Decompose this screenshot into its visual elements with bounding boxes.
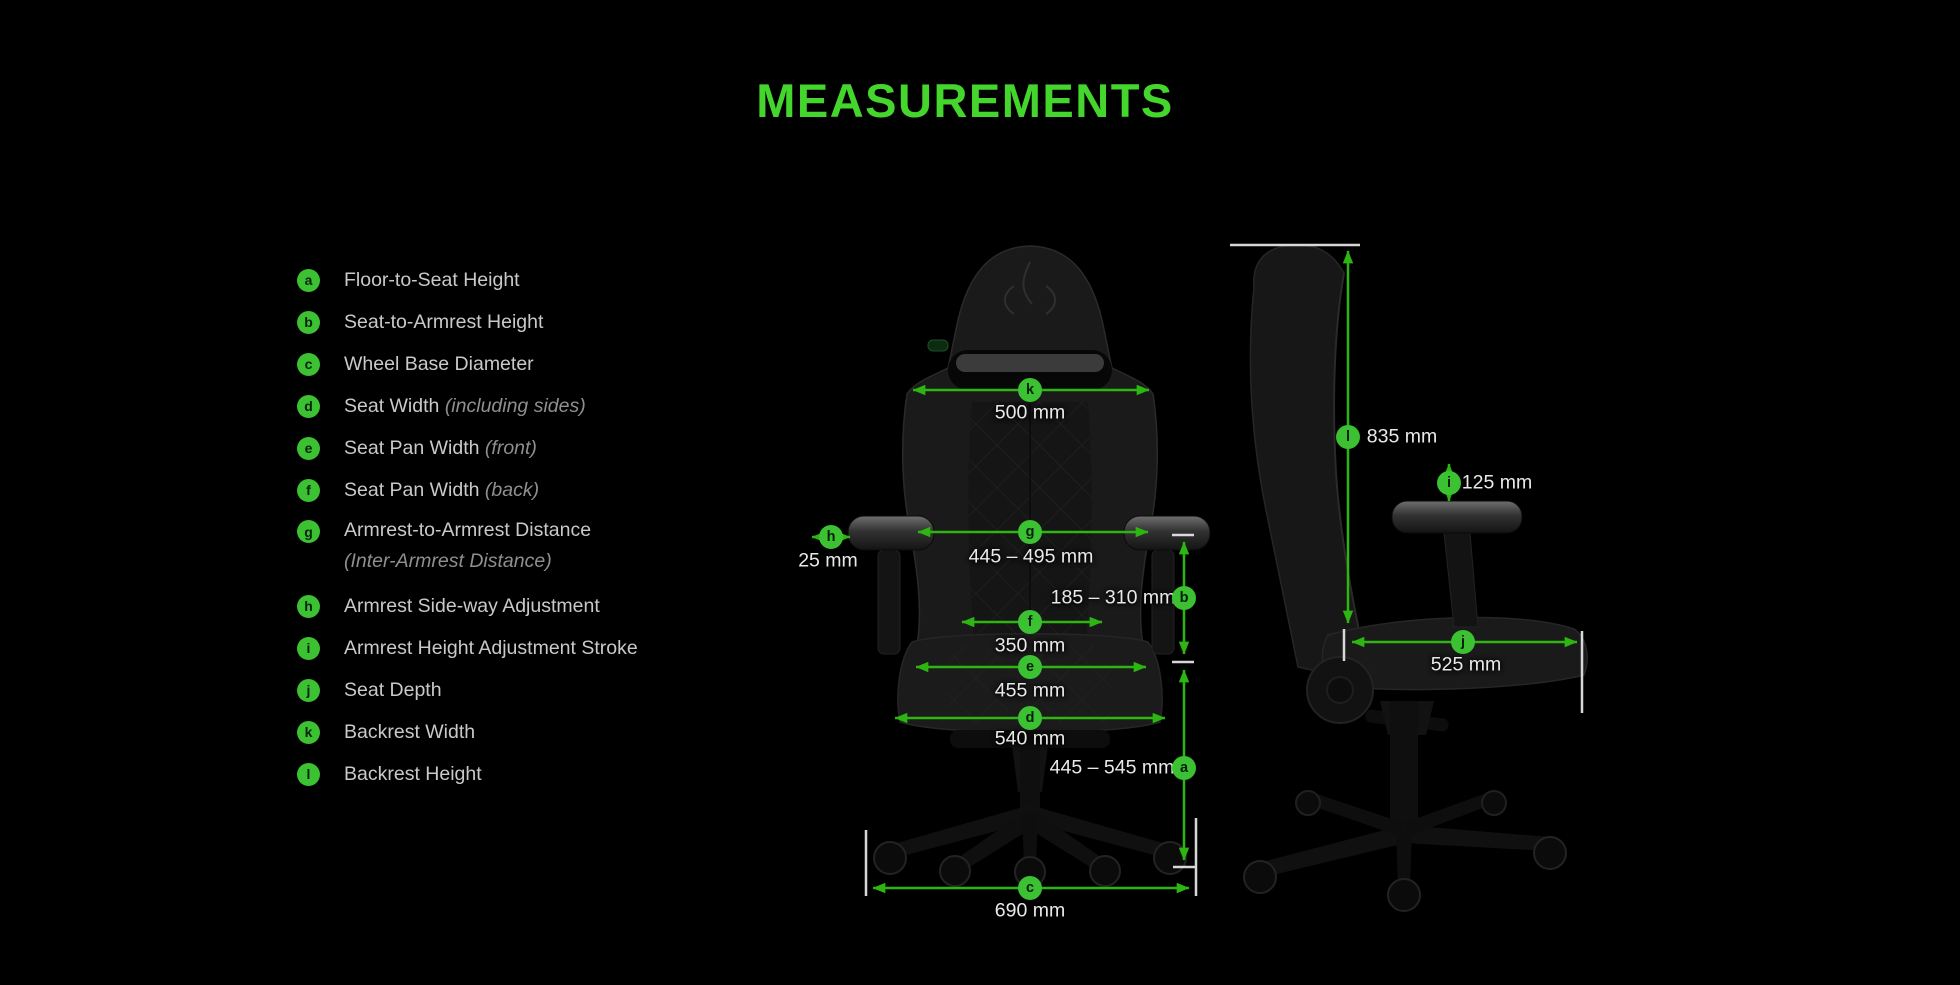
side-wheel-base: [1243, 790, 1567, 912]
measurement-value-c: 690 mm: [994, 899, 1066, 922]
page-title: MEASUREMENTS: [756, 74, 1174, 128]
side-chair-illustration: [1230, 243, 1588, 912]
legend-label-c: Wheel Base Diameter: [344, 352, 534, 375]
legend-item-a: a Floor-to-Seat Height: [297, 259, 638, 301]
legend-item-d: d Seat Width (including sides): [297, 385, 638, 427]
legend-label-i: Armrest Height Adjustment Stroke: [344, 636, 638, 659]
measurement-badge-c: c: [1018, 876, 1042, 900]
legend-label-h: Armrest Side-way Adjustment: [344, 594, 600, 617]
legend-label-a: Floor-to-Seat Height: [344, 268, 520, 291]
legend-label-e: Seat Pan Width: [344, 436, 480, 459]
measurement-badge-l: l: [1336, 425, 1360, 449]
measurement-value-a: 445 – 545 mm: [1049, 756, 1175, 779]
legend-label-j: Seat Depth: [344, 678, 442, 701]
legend-item-f: f Seat Pan Width (back): [297, 469, 638, 511]
legend-label-b: Seat-to-Armrest Height: [344, 310, 544, 333]
brand-logo: [1004, 261, 1056, 315]
legend-note-f: (back): [484, 478, 540, 501]
legend-badge-g: g: [297, 520, 320, 543]
legend-subline-g: (Inter-Armrest Distance): [344, 550, 552, 572]
side-reference-ticks: [1230, 243, 1584, 713]
front-chair-illustration: [811, 245, 1211, 896]
legend-note-e: (front): [484, 436, 537, 459]
measurement-value-i: 125 mm: [1461, 471, 1533, 494]
legend-note-d: (including sides): [444, 394, 586, 417]
legend-badge-j: j: [297, 678, 320, 702]
measurement-value-e: 455 mm: [994, 679, 1066, 702]
legend-item-b: b Seat-to-Armrest Height: [297, 301, 638, 343]
legend-item-g: g Armrest-to-Armrest Distance (Inter-Arm…: [297, 511, 638, 585]
legend-badge-a: a: [297, 268, 320, 292]
side-chair: [1243, 243, 1588, 912]
measurement-badge-a: a: [1172, 756, 1196, 780]
legend-label-d: Seat Width: [344, 394, 440, 417]
front-wheel-base: [873, 805, 1187, 888]
legend-label-f: Seat Pan Width: [344, 478, 480, 501]
legend-item-e: e Seat Pan Width (front): [297, 427, 638, 469]
side-armrest-pad: [1391, 500, 1523, 534]
measurement-badge-i: i: [1437, 471, 1461, 495]
measurement-badge-b: b: [1172, 586, 1196, 610]
legend-badge-d: d: [297, 394, 320, 418]
legend-badge-b: b: [297, 310, 320, 334]
legend-label-k: Backrest Width: [344, 720, 476, 743]
measurement-badge-k: k: [1018, 378, 1042, 402]
legend-item-k: k Backrest Width: [297, 711, 638, 753]
measurement-badge-g: g: [1018, 520, 1042, 544]
front-reference-ticks: [864, 533, 1198, 896]
measurement-value-d: 540 mm: [994, 727, 1066, 750]
legend: a Floor-to-Seat Height b Seat-to-Armrest…: [297, 259, 638, 795]
legend-badge-c: c: [297, 352, 320, 376]
measurement-value-f: 350 mm: [994, 634, 1066, 657]
legend-item-h: h Armrest Side-way Adjustment: [297, 585, 638, 627]
legend-badge-i: i: [297, 636, 320, 660]
measurement-value-g: 445 – 495 mm: [968, 545, 1094, 568]
legend-item-l: l Backrest Height: [297, 753, 638, 795]
legend-label-g: Armrest-to-Armrest Distance: [344, 519, 592, 541]
legend-badge-k: k: [297, 720, 320, 744]
legend-badge-h: h: [297, 594, 320, 618]
measurement-value-b: 185 – 310 mm: [1050, 586, 1176, 609]
side-armrest-stem: [1443, 532, 1479, 628]
measurement-value-l: 835 mm: [1366, 425, 1438, 448]
legend-badge-l: l: [297, 762, 320, 786]
measurement-badge-d: d: [1018, 706, 1042, 730]
measurement-value-k: 500 mm: [994, 401, 1066, 424]
legend-badge-e: e: [297, 436, 320, 460]
legend-item-c: c Wheel Base Diameter: [297, 343, 638, 385]
legend-label-l: Backrest Height: [344, 762, 482, 785]
measurement-badge-f: f: [1018, 610, 1042, 634]
legend-badge-f: f: [297, 478, 320, 502]
front-view-figure: k h g b f e d a c 500 mm 25 mm 445 – 495…: [700, 190, 1215, 940]
side-backrest: [1249, 243, 1371, 684]
side-view-figure: l i j 835 mm 125 mm 525 mm: [1230, 235, 1610, 935]
measurement-value-h: 25 mm: [798, 549, 858, 572]
shoulder-emblem: [927, 339, 949, 352]
left-armrest-stem: [877, 549, 901, 655]
measurement-badge-e: e: [1018, 655, 1042, 679]
measurement-badge-h: h: [819, 525, 843, 549]
measurement-value-j: 525 mm: [1430, 653, 1502, 676]
legend-item-i: i Armrest Height Adjustment Stroke: [297, 627, 638, 669]
measurement-badge-j: j: [1451, 630, 1475, 654]
legend-item-j: j Seat Depth: [297, 669, 638, 711]
